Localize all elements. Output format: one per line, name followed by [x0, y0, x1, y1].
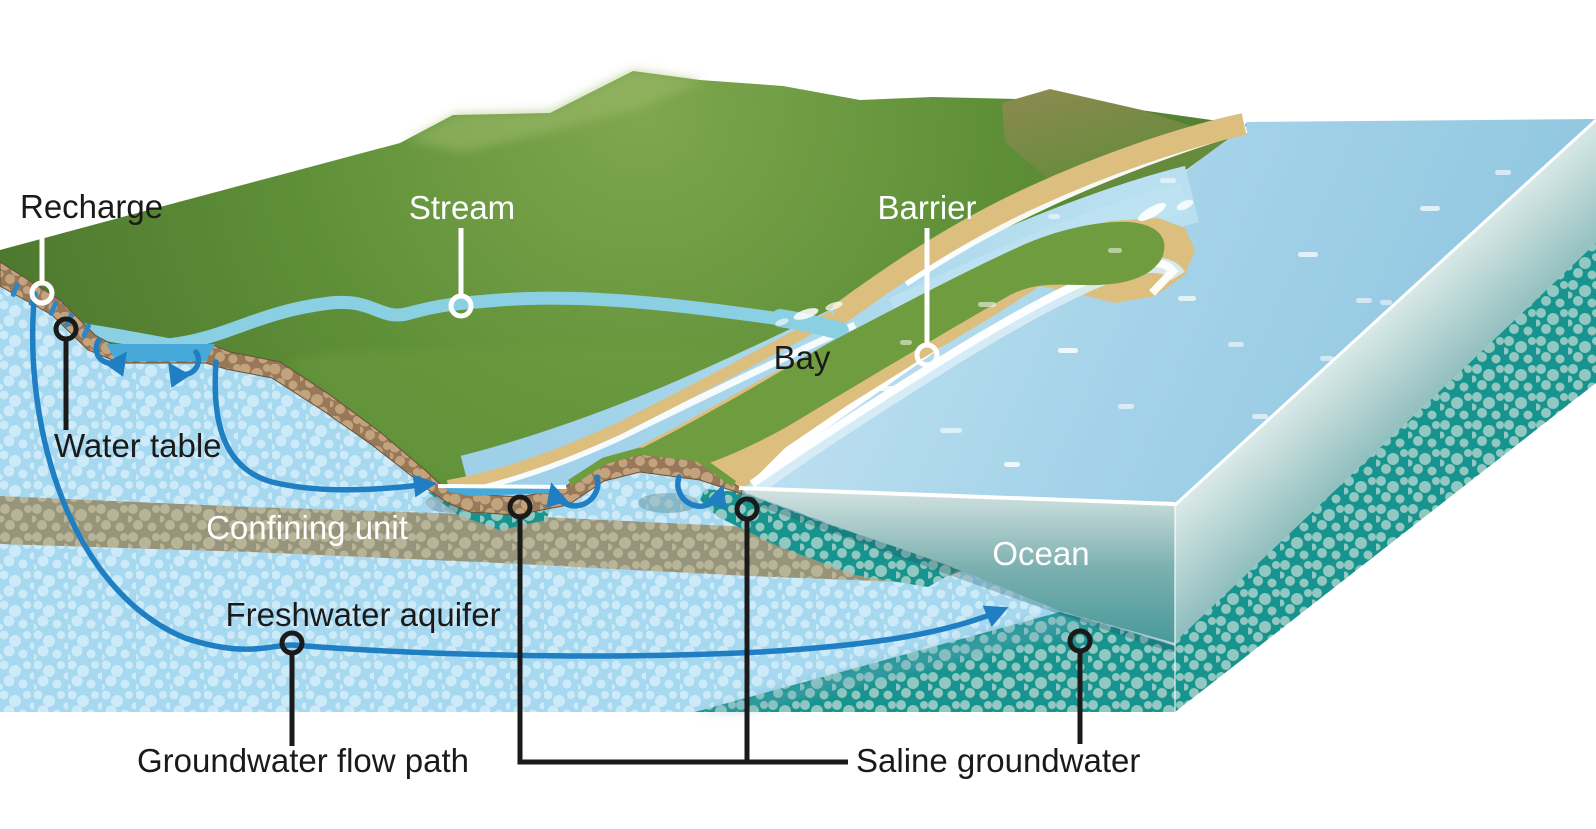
barrier-hump-vegetation	[568, 447, 737, 487]
pond-cut	[106, 344, 215, 361]
label-freshwater-aquifer: Freshwater aquifer	[225, 596, 500, 633]
label-stream: Stream	[409, 189, 515, 226]
marker-saline-2	[734, 496, 760, 522]
ocean-waterline	[738, 486, 1176, 506]
discharge-arrow-pond-left	[93, 337, 128, 377]
marker-recharge	[29, 280, 55, 306]
mainland-bay-beach	[446, 310, 836, 492]
top-surface	[0, 70, 1596, 513]
barrier-vegetation	[613, 221, 1165, 478]
annotations: Recharge Stream Barrier Bay Water table …	[20, 188, 1140, 779]
saline-wedge-bay-right	[700, 489, 958, 587]
mainland-bay-surf	[451, 321, 857, 496]
label-water-table: Water table	[54, 427, 222, 464]
flow-path-deep	[29, 297, 1009, 659]
groundwater-flow-arrows	[29, 297, 1009, 659]
ocean-surface	[741, 119, 1596, 505]
label-barrier: Barrier	[877, 189, 976, 226]
land-surface	[0, 71, 1247, 487]
discharge-arrow-pond-right	[168, 349, 202, 388]
discharge-arrow-bay-left	[546, 474, 601, 509]
flow-path-shallow	[212, 359, 437, 498]
confining-unit-band	[0, 496, 962, 583]
ridge-highlight	[408, 70, 705, 152]
marker-stream	[448, 293, 474, 319]
right-face-ocean-edge	[1175, 120, 1596, 642]
foreground-slope-highlight	[285, 345, 760, 485]
discharge-arrow-bay-right	[675, 474, 727, 511]
label-saline-groundwater: Saline groundwater	[856, 742, 1140, 779]
leader-saline	[517, 518, 1083, 765]
marker-flow-path	[279, 630, 305, 656]
marker-saline-3	[1067, 628, 1093, 654]
label-confining-unit: Confining unit	[206, 509, 408, 546]
wave-flecks	[878, 170, 1511, 467]
marker-saline-1	[507, 494, 533, 520]
marker-water-table	[53, 316, 79, 342]
right-side-face	[1173, 118, 1596, 712]
ocean-front-face	[742, 489, 1175, 643]
right-face-saline	[1175, 243, 1596, 712]
brown-hill	[1002, 89, 1247, 198]
label-recharge: Recharge	[20, 188, 163, 225]
surf-swirls	[775, 199, 1194, 326]
bay-waterline	[437, 484, 567, 489]
label-bay: Bay	[774, 339, 831, 376]
label-groundwater-flow-path: Groundwater flow path	[137, 742, 469, 779]
marker-barrier	[914, 342, 940, 368]
saline-fresh-transition	[695, 612, 1105, 712]
right-face-fold-line	[1173, 118, 1596, 507]
front-face	[0, 261, 1180, 712]
label-ocean: Ocean	[992, 535, 1089, 572]
mainland-beach	[831, 113, 1247, 327]
